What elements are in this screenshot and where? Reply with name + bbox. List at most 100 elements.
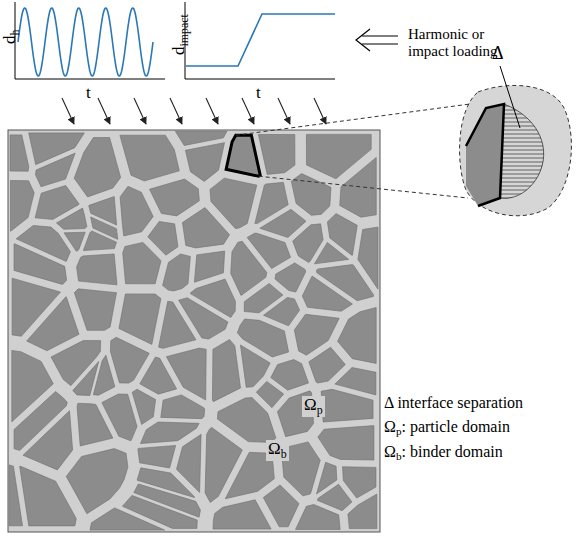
particle xyxy=(190,279,235,317)
harmonic-curve xyxy=(18,8,153,76)
particle xyxy=(296,505,341,530)
particle xyxy=(247,233,290,268)
label-group: Δ interface separation xyxy=(384,394,523,412)
particle xyxy=(264,297,300,325)
particle xyxy=(74,289,116,331)
label-text: Ω xyxy=(304,395,317,414)
particle xyxy=(161,395,205,419)
label-text: b xyxy=(396,450,402,462)
label-group: Ωp xyxy=(302,396,325,417)
label-group: Ωb: binder domain xyxy=(384,443,503,463)
axis xyxy=(185,79,335,80)
particle xyxy=(140,422,199,444)
particle xyxy=(263,485,299,527)
label-group: Harmonic or impact loading xyxy=(408,26,528,59)
label-text: t xyxy=(86,83,91,102)
label-text: impact xyxy=(177,14,191,46)
load-arrow xyxy=(134,98,146,124)
label-group: dh xyxy=(1,30,22,44)
particle xyxy=(123,242,161,283)
particle xyxy=(166,348,206,400)
particle xyxy=(240,345,270,387)
particle xyxy=(120,135,179,181)
particle xyxy=(335,368,376,395)
particle xyxy=(309,347,346,383)
microstructure xyxy=(8,130,380,532)
particle xyxy=(137,468,194,498)
particle xyxy=(205,427,242,502)
particle xyxy=(29,133,85,165)
particle xyxy=(23,411,73,470)
label-group: Ωp: particle domain xyxy=(384,418,510,438)
label-text: h xyxy=(8,30,22,36)
particle xyxy=(338,307,377,363)
load-arrow xyxy=(98,98,110,124)
particle xyxy=(260,209,306,237)
particle xyxy=(138,445,176,468)
load-arrow xyxy=(242,98,254,124)
label-text: d xyxy=(169,46,188,55)
particle xyxy=(185,143,224,182)
zoom-inset xyxy=(460,66,572,216)
zoom-line xyxy=(259,176,468,198)
particle xyxy=(275,263,306,292)
label-text: p xyxy=(317,403,323,417)
label-group: Ωb xyxy=(266,440,289,461)
particle xyxy=(20,466,77,526)
particle xyxy=(77,403,113,446)
separation-region xyxy=(500,104,544,198)
particle xyxy=(27,297,79,351)
particle xyxy=(73,361,99,395)
selected-particle xyxy=(226,135,260,176)
load-arrows xyxy=(62,98,326,124)
particle xyxy=(93,355,115,395)
particle xyxy=(83,231,116,251)
axis xyxy=(15,79,165,80)
label-text: Ω xyxy=(384,443,396,460)
zoom-line xyxy=(236,104,470,135)
particle-edge xyxy=(466,104,504,206)
load-arrow xyxy=(170,98,182,124)
particle xyxy=(89,197,117,226)
particle xyxy=(132,389,155,424)
load-arrow xyxy=(62,98,74,124)
particle xyxy=(14,244,67,285)
particle xyxy=(10,135,29,171)
inset-particle xyxy=(466,104,504,206)
particle xyxy=(314,242,348,263)
particle xyxy=(256,381,283,407)
particle xyxy=(66,449,128,514)
particle xyxy=(163,254,191,291)
particle xyxy=(77,254,117,285)
particle xyxy=(318,426,374,460)
label-text: t xyxy=(256,83,261,102)
particle xyxy=(316,462,336,494)
particle xyxy=(74,138,120,197)
label-text: d xyxy=(0,36,19,45)
label-group: Δ xyxy=(492,44,504,64)
leader-line xyxy=(500,66,520,128)
particle xyxy=(148,221,178,255)
label-text: : binder domain xyxy=(401,443,502,460)
particle xyxy=(119,294,161,345)
label-text: Harmonic or impact loading xyxy=(408,26,498,59)
particle xyxy=(194,251,224,282)
double-arrow xyxy=(356,29,398,51)
particle xyxy=(212,340,240,402)
label-text: Δ xyxy=(492,43,504,63)
particle xyxy=(149,179,199,216)
particle xyxy=(302,276,352,311)
binder-domain xyxy=(8,130,380,532)
particle xyxy=(258,134,295,174)
label-text: Δ interface separation xyxy=(384,394,523,411)
particle xyxy=(294,314,339,355)
label-text: Ω xyxy=(268,439,281,458)
label-text: Ω xyxy=(384,418,396,435)
load-arrow xyxy=(314,98,326,124)
particle xyxy=(306,134,371,178)
load-arrow xyxy=(278,98,290,124)
particle xyxy=(35,185,79,219)
particle xyxy=(348,494,377,529)
label-text: p xyxy=(396,425,402,437)
label-group: t xyxy=(256,84,261,103)
